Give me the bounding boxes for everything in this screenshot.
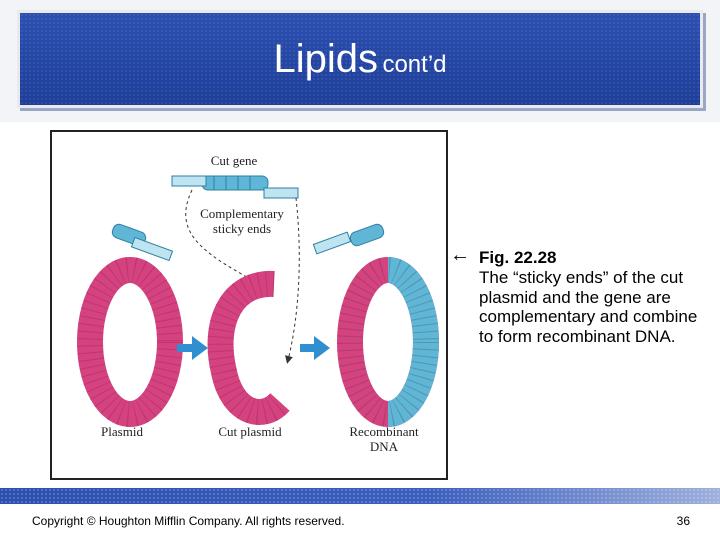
cut-gene-helix [171, 175, 299, 199]
slide-title-sub: cont’d [382, 51, 447, 78]
process-arrow-1 [177, 336, 208, 360]
label-recombinant: Recombinant [349, 424, 419, 439]
title-banner: Lipids cont’d [0, 0, 720, 122]
figure-reference: Fig. 22.28 [479, 248, 557, 267]
left-arrow-icon: ← [450, 244, 470, 266]
left-gene-fragment [111, 223, 174, 262]
recombinant-dna-ring [337, 257, 439, 427]
right-gene-fragment [312, 223, 385, 255]
figure-illustration: Cut gene Complementary sticky ends [77, 153, 439, 454]
cut-plasmid-ring [207, 271, 290, 425]
figure-caption-text: The “sticky ends” of the cut plasmid and… [479, 268, 698, 346]
label-sticky-ends: sticky ends [213, 221, 271, 236]
recombinant-dna-figure: Cut gene Complementary sticky ends [50, 130, 448, 480]
label-complementary: Complementary [200, 206, 284, 221]
title-bar: Lipids cont’d [17, 10, 703, 108]
footer-band [0, 488, 720, 504]
copyright-notice: Copyright © Houghton Mifflin Company. Al… [32, 514, 345, 528]
plasmid-ring [77, 257, 183, 427]
slide-title: Lipids cont’d [20, 37, 700, 82]
process-arrow-2 [300, 336, 330, 360]
slide-title-main: Lipids [273, 37, 378, 81]
label-dna: DNA [370, 439, 399, 454]
label-cut-plasmid: Cut plasmid [218, 424, 282, 439]
label-plasmid: Plasmid [101, 424, 143, 439]
label-cut-gene: Cut gene [211, 153, 258, 168]
page-number: 36 [676, 514, 690, 528]
